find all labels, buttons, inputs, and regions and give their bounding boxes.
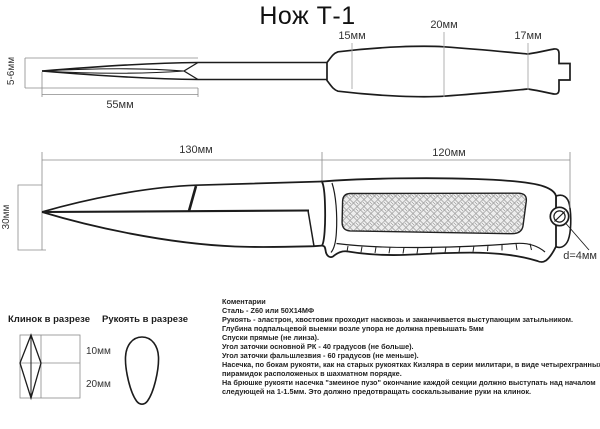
comment-line: На брюшке рукояти насечка "змеиное пузо"… [222,378,596,387]
swedge-chevron-line [182,61,199,81]
top-view-dimension-lines [24,57,199,97]
belly-tick-marks [346,243,532,254]
side-view-blade-outline [41,180,323,248]
dim-55mm-label: 55мм [106,99,133,111]
blade-cross-section [19,333,81,401]
dim-120mm-label: 120мм [432,147,465,159]
belly-inner-line [336,242,546,253]
section-20mm-label: 20мм [86,379,111,390]
dim-20mm-label: 20мм [430,19,457,31]
grip-texture-panel [341,192,528,235]
edge-plunge-line [307,210,315,247]
dim-17mm-label: 17мм [514,30,541,42]
cross-sections: Клинок в разрезе Рукоять в разрезе 10мм … [8,314,188,405]
top-view-blade-outline [41,61,327,81]
comment-line: Глубина подпальцевой выемки возле упора … [222,324,484,333]
swedge-plunge-mark [187,185,198,212]
blade-spine-line [41,180,323,213]
blade-grind-center-line [41,209,310,214]
comment-line: Насечка, по бокам рукояти, как на старых… [222,360,600,369]
comment-line: следующей на 1-1.5мм. Это должно предотв… [222,387,532,396]
comment-line: Сталь - Z60 или 50Х14МФ [222,306,315,315]
comment-line: Угол заточки основной РК - 40 градусов (… [222,342,414,351]
hole-leader-line [565,222,590,251]
lanyard-hole [549,206,570,227]
comments-block: Коментарии Сталь - Z60 или 50Х14МФ Рукоя… [222,297,600,396]
section-10mm-label: 10мм [86,346,111,357]
blade-edge-line [41,211,323,248]
top-view-handle-outline [326,45,571,98]
blade-section-title: Клинок в разрезе [8,314,90,325]
tip-grind-lens-line [41,68,185,74]
top-view-drawing: 55мм 5-6мм 15мм 20мм 17мм [6,19,571,111]
dim-15mm-label: 15мм [338,30,365,42]
comment-line: Угол заточки фальшлезвия - 60 градусов (… [222,351,419,360]
dim-130mm-label: 130мм [179,144,212,156]
comment-line: Рукоять - эластрон, хвостовик проходит н… [222,315,574,324]
bolster-inner-line [330,182,338,253]
side-view-dimension-lines [17,152,570,251]
comment-line: Спуски прямые (не линза). [222,333,320,342]
comment-line: пирамидок расположеных в шахматном поряд… [222,369,402,378]
handle-section-title: Рукоять в разрезе [102,314,188,325]
dim-d4mm-label: d=4мм [563,250,597,262]
top-view-measure-ticks [351,32,529,97]
dim-30mm-label: 30мм [1,204,12,229]
page-title: Нож Т-1 [259,2,356,30]
side-view-drawing: 130мм 120мм 30мм [1,144,597,263]
belly-ribs [336,242,546,254]
comments-heading: Коментарии [222,297,266,306]
handle-cross-section-egg [124,336,160,405]
dim-5-6mm-label: 5-6мм [6,57,17,85]
